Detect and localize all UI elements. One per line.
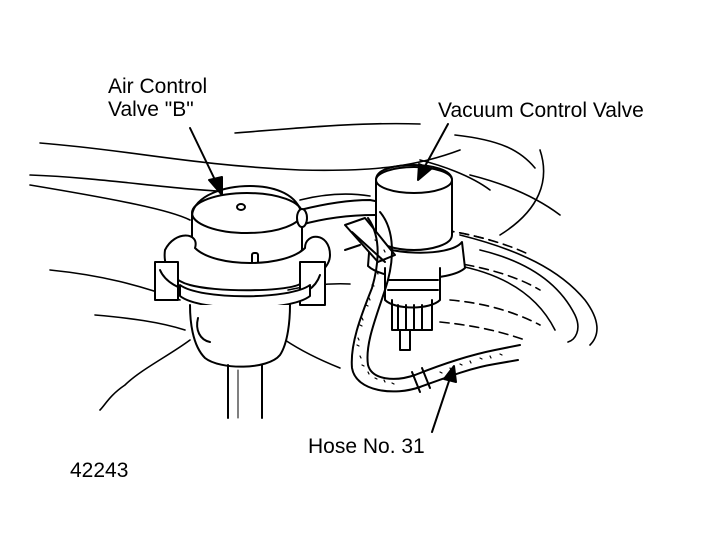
air-control-valve-b-label: Air Control Valve "B" bbox=[108, 75, 207, 121]
hose-leader-arrowhead bbox=[443, 365, 457, 383]
air-control-valve-label-line2: Valve "B" bbox=[108, 98, 194, 121]
acv-leader-arrowhead bbox=[208, 176, 223, 196]
acv-leader-line bbox=[189, 127, 217, 183]
vacuum-control-valve-drawing bbox=[344, 164, 466, 351]
figure-number: 42243 bbox=[70, 459, 129, 482]
air-control-valve-label-line1: Air Control bbox=[108, 75, 208, 98]
connecting-hose-drawing bbox=[296, 199, 381, 228]
air-control-valve-b-drawing bbox=[154, 185, 331, 419]
hose-leader-line bbox=[431, 377, 451, 433]
vcv-leader-line bbox=[423, 123, 449, 169]
hose-no-31-label: Hose No. 31 bbox=[308, 435, 425, 458]
engine-contour-lines bbox=[29, 122, 598, 411]
leader-arrows bbox=[189, 123, 457, 433]
vacuum-control-valve-label: Vacuum Control Valve bbox=[438, 99, 644, 122]
vcv-leader-arrowhead bbox=[417, 163, 432, 181]
